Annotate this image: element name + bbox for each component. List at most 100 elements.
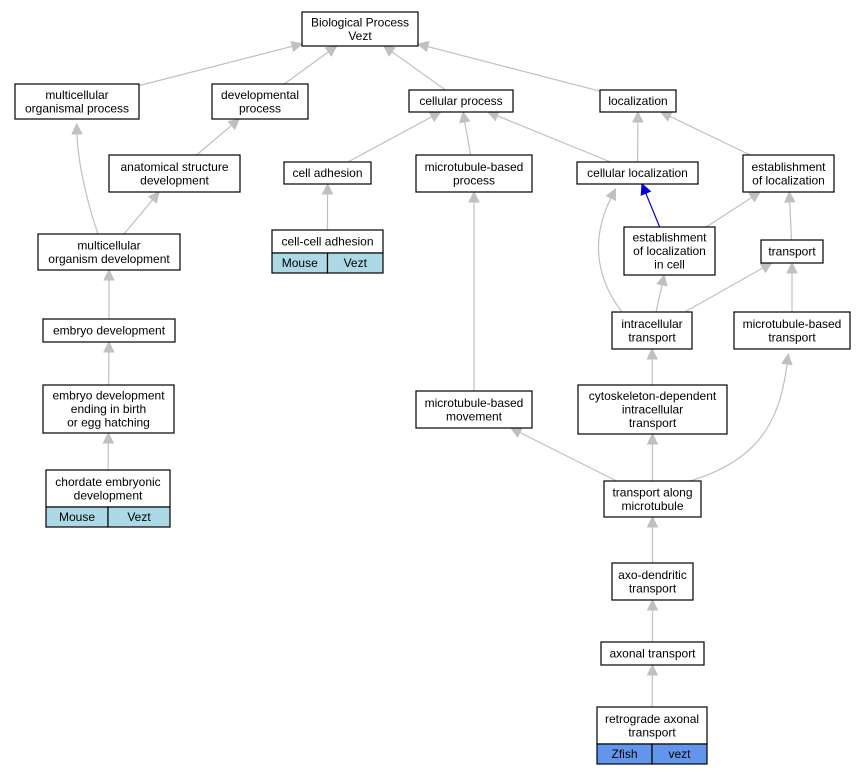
node-label: establishment <box>632 231 707 245</box>
node-label: retrograde axonal <box>605 712 699 726</box>
edge-line <box>645 193 661 228</box>
node-label: multicellular <box>77 238 140 252</box>
go-term-cellular-process[interactable]: cellular process <box>408 89 514 113</box>
edge-arrowhead <box>632 110 644 123</box>
edge-line <box>347 116 433 163</box>
edge-arrowhead <box>71 122 83 135</box>
go-term-embryo-development[interactable]: embryo development <box>42 318 176 343</box>
node-label: transport <box>768 330 816 344</box>
go-term-cellular-localization[interactable]: cellular localization <box>576 161 699 185</box>
annotation-tag-vezt[interactable]: vezt <box>651 743 708 765</box>
node-label: cellular process <box>419 94 502 108</box>
edge-line <box>789 201 793 241</box>
node-box <box>623 226 716 276</box>
tag-label: vezt <box>668 747 691 761</box>
node-label: multicellular <box>45 88 108 102</box>
edge-arrowhead <box>103 268 115 281</box>
annotation-tag-zfish[interactable]: Zfish <box>596 743 653 765</box>
go-term-transport[interactable]: transport <box>760 239 824 264</box>
edge-cytoskeleton-dependent-intracellular-transport-to-intracellular-transport <box>646 347 658 386</box>
edge-arrowhead <box>640 182 652 196</box>
go-term-localization[interactable]: localization <box>599 89 677 113</box>
annotation-tag-vezt[interactable]: Vezt <box>326 252 384 274</box>
edge-line <box>123 199 154 235</box>
node-box <box>301 11 419 47</box>
edge-arrowhead <box>781 352 793 366</box>
edge-line <box>684 267 764 313</box>
edge-anatomical-structure-development-to-developmental-process <box>196 118 241 156</box>
node-label: microtubule <box>621 499 683 513</box>
node-label: establishment <box>751 160 826 174</box>
edge-arrowhead <box>147 191 160 204</box>
node-box <box>760 239 824 264</box>
node-box <box>600 641 705 666</box>
edge-arrowhead <box>786 261 798 274</box>
node-box <box>415 390 533 429</box>
node-label: process <box>453 173 495 187</box>
node-label: organism development <box>48 252 170 266</box>
edge-arrowhead <box>321 182 334 195</box>
edge-arrowhead <box>783 190 796 203</box>
node-box <box>611 311 693 350</box>
node-label: intracellular <box>622 403 683 417</box>
edge-line <box>496 115 611 163</box>
tag-label: Vezt <box>344 256 368 270</box>
edge-line <box>519 431 617 482</box>
go-term-cell-adhesion[interactable]: cell adhesion <box>283 161 372 185</box>
node-box <box>45 469 171 508</box>
node-box <box>599 89 677 113</box>
edge-cellular-process-to-bp <box>382 45 446 91</box>
go-term-cytoskeleton-dependent-intracellular-transport[interactable]: cytoskeleton-dependentintracellulartrans… <box>577 384 728 435</box>
edge-arrowhead <box>759 262 773 274</box>
edge-line <box>283 51 329 85</box>
edge-arrowhead <box>102 431 115 444</box>
node-label: localization <box>608 94 667 108</box>
edge-multicellular-organism-development-to-anatomical-structure-development <box>123 191 160 235</box>
edge-cell-cell-adhesion-to-cell-adhesion <box>321 182 334 230</box>
edge-multicellular-organism-development-to-multicellular-organismal-process <box>71 122 99 235</box>
edge-cellular-localization-to-cellular-process <box>486 110 611 163</box>
node-label: transport <box>628 725 676 739</box>
edge-arrowhead <box>324 45 338 57</box>
node-label: axo-dendritic <box>618 568 687 582</box>
edge-arrowhead <box>646 432 659 445</box>
edge-line <box>669 115 751 156</box>
node-label: process <box>239 101 281 115</box>
annotation-tag-mouse[interactable]: Mouse <box>45 506 109 528</box>
node-label: cytoskeleton-dependent <box>589 389 717 403</box>
edge-establishment-of-localization-to-localization <box>659 111 751 156</box>
node-box <box>577 384 728 435</box>
edge-arrowhead <box>748 191 762 203</box>
edge-arrowhead <box>416 41 430 53</box>
node-label: transport <box>629 581 677 595</box>
edge-axo-dendritic-transport-to-transport-along-microtubule <box>646 515 659 563</box>
edge-transport-along-microtubule-to-cytoskeleton-dependent-intracellular-transport <box>646 432 659 481</box>
node-label: cellular localization <box>587 166 688 180</box>
annotation-tag-mouse[interactable]: Mouse <box>271 252 329 274</box>
node-label: ending in birth <box>71 402 146 416</box>
annotation-tag-vezt[interactable]: Vezt <box>107 506 171 528</box>
node-box <box>42 318 176 343</box>
edge-line <box>196 124 232 156</box>
node-box <box>415 154 533 193</box>
node-label: embryo development <box>53 324 166 338</box>
node-label: of localization <box>752 173 825 187</box>
go-term-axonal-transport[interactable]: axonal transport <box>600 641 705 666</box>
